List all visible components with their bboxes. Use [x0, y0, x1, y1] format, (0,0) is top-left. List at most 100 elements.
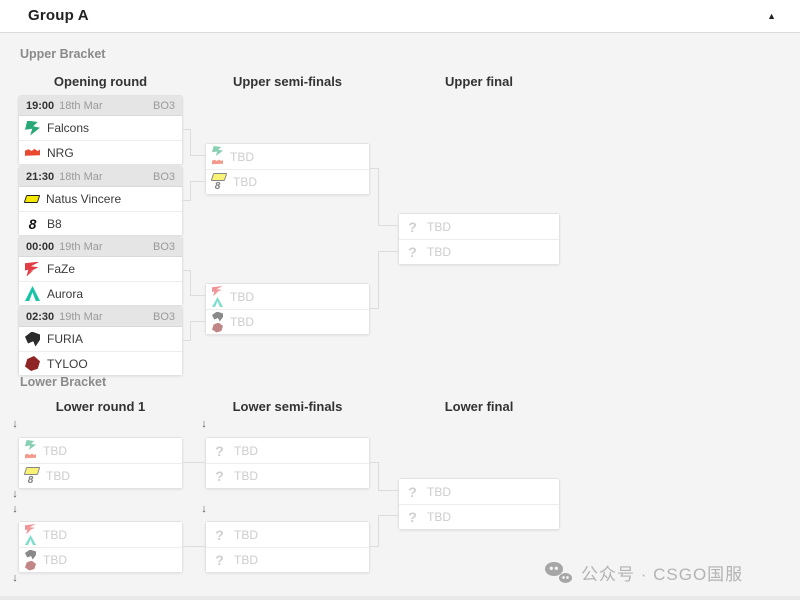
bracket-connector: [378, 462, 379, 491]
drop-down-arrow-icon: ↓: [12, 572, 18, 584]
bracket-connector: [378, 168, 379, 226]
tbd-label: TBD: [43, 553, 67, 567]
bracket-slot[interactable]: TBD: [206, 463, 369, 488]
match-box-upper-semifinal-2[interactable]: TBD TBD: [205, 283, 370, 335]
bracket-connector: [190, 181, 205, 182]
bracket-slot[interactable]: TBD: [19, 547, 182, 572]
tyloo-icon: [25, 356, 40, 371]
drop-down-arrow-icon: ↓: [12, 488, 18, 500]
aurora-icon: [25, 286, 40, 301]
match-format-badge: BO3: [152, 310, 175, 323]
match-time: 00:00: [26, 240, 55, 253]
match-format-badge: BO3: [152, 99, 175, 112]
tbd-label: TBD: [230, 315, 254, 329]
match-format-badge: BO3: [152, 240, 175, 253]
question-icon: [405, 219, 420, 234]
tbd-label: TBD: [234, 469, 258, 483]
tbd-label: TBD: [230, 149, 254, 164]
team-name: Falcons: [47, 121, 90, 135]
match-date: 18th Mar: [59, 170, 103, 183]
team-row-falcons[interactable]: Falcons: [19, 116, 182, 140]
match-box-lower-round1-1[interactable]: TBD TBD: [18, 437, 183, 489]
faze-icon: [25, 524, 36, 534]
match-box-lower-semifinal-1[interactable]: TBD TBD: [205, 437, 370, 489]
bracket-connector: [190, 321, 205, 322]
tbd-label: TBD: [234, 527, 258, 542]
column-header-lower-semifinals: Lower semi-finals: [232, 399, 343, 414]
match-date: 18th Mar: [59, 99, 103, 112]
bracket-slot[interactable]: TBD: [19, 463, 182, 488]
bracket-slot[interactable]: TBD: [206, 284, 369, 309]
match-box-upper-semifinal-1[interactable]: TBD TBD: [205, 143, 370, 195]
match-box-opening-2[interactable]: 21:30 18th Mar BO3 Natus Vincere B8: [18, 166, 183, 236]
bracket-slot[interactable]: TBD: [206, 438, 369, 463]
match-box-upper-final[interactable]: TBD TBD: [398, 213, 560, 265]
tbd-label: TBD: [233, 175, 257, 189]
team-row-b8[interactable]: B8: [19, 211, 182, 235]
team-name: Aurora: [47, 286, 84, 301]
possible-teams-icons: [25, 549, 36, 571]
navi-icon: [23, 195, 41, 203]
team-row-tyloo[interactable]: TYLOO: [19, 351, 182, 375]
bracket-slot[interactable]: TBD: [206, 522, 369, 547]
column-header-lower-final: Lower final: [444, 399, 514, 414]
bracket-slot[interactable]: TBD: [19, 522, 182, 547]
aurora-icon: [212, 297, 223, 307]
bracket-connector: [378, 251, 379, 309]
bracket-slot[interactable]: TBD: [206, 547, 369, 572]
match-box-opening-1[interactable]: 19:00 18th Mar BO3 Falcons NRG: [18, 95, 183, 165]
team-name: Natus Vincere: [46, 192, 122, 206]
bracket-connector: [378, 490, 398, 491]
tyloo-icon: [25, 560, 36, 571]
drop-down-arrow-icon: ↓: [12, 503, 18, 515]
falcons-icon: [25, 440, 36, 450]
match-box-opening-4[interactable]: 02:30 19th Mar BO3 FURIA TYLOO: [18, 306, 183, 376]
question-icon: [212, 469, 227, 484]
match-box-opening-3[interactable]: 00:00 19th Mar BO3 FaZe Aurora: [18, 236, 183, 306]
nrg-icon: [212, 159, 223, 165]
bracket-slot[interactable]: TBD: [206, 144, 369, 169]
navi-icon: [23, 466, 41, 475]
bracket-connector: [370, 546, 379, 547]
tbd-label: TBD: [427, 245, 451, 259]
bracket-slot[interactable]: TBD: [19, 438, 182, 463]
team-row-navi[interactable]: Natus Vincere: [19, 187, 182, 211]
team-row-nrg[interactable]: NRG: [19, 140, 182, 164]
tbd-label: TBD: [230, 289, 254, 304]
tbd-label: TBD: [43, 527, 67, 542]
column-header-opening-round: Opening round: [53, 74, 148, 89]
team-row-aurora[interactable]: Aurora: [19, 281, 182, 305]
faze-icon: [25, 261, 40, 277]
bracket-connector: [190, 295, 205, 296]
bracket-slot[interactable]: TBD: [206, 309, 369, 334]
match-box-lower-final[interactable]: TBD TBD: [398, 478, 560, 530]
bracket-slot[interactable]: TBD: [399, 239, 559, 264]
bracket-connector: [370, 168, 379, 169]
bracket-connector: [378, 251, 398, 252]
bracket-connector: [190, 181, 191, 201]
bracket-connector: [378, 515, 379, 547]
team-name: B8: [47, 216, 62, 231]
bracket-connector: [190, 321, 191, 341]
furia-icon: [212, 311, 223, 322]
question-icon: [405, 510, 420, 525]
bracket-slot[interactable]: TBD: [399, 504, 559, 529]
bracket-slot[interactable]: TBD: [399, 479, 559, 504]
bottom-divider: [0, 596, 800, 600]
question-icon: [212, 443, 227, 458]
bracket-connector: [190, 155, 205, 156]
match-box-lower-round1-2[interactable]: TBD TBD: [18, 521, 183, 573]
upper-bracket-label: Upper Bracket: [20, 47, 106, 61]
match-box-lower-semifinal-2[interactable]: TBD TBD: [205, 521, 370, 573]
question-icon: [405, 484, 420, 499]
furia-icon: [25, 549, 36, 560]
team-row-furia[interactable]: FURIA: [19, 327, 182, 351]
collapse-button[interactable]: ▲: [767, 0, 776, 32]
bracket-slot[interactable]: TBD: [206, 169, 369, 194]
match-format-badge: BO3: [152, 170, 175, 183]
bracket-slot[interactable]: TBD: [399, 214, 559, 239]
b8-icon: [212, 182, 223, 192]
team-row-faze[interactable]: FaZe: [19, 257, 182, 281]
match-header: 19:00 18th Mar BO3: [19, 96, 182, 116]
bracket-connector: [370, 462, 379, 463]
